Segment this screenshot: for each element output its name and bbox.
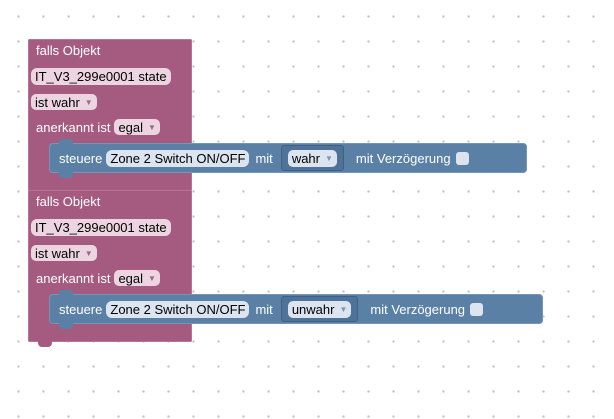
ack-value: egal (118, 119, 144, 135)
condition-dropdown[interactable]: ist wahr ▼ (31, 245, 97, 261)
object-id-row: IT_V3_299e0001 state (31, 67, 171, 85)
value-text: unwahr (291, 301, 335, 317)
object-id-field[interactable]: IT_V3_299e0001 state (31, 218, 171, 236)
object-id-row: IT_V3_299e0001 state (31, 218, 171, 236)
trigger-header-row: falls Objekt (36, 192, 100, 210)
condition-value: ist wahr (35, 94, 80, 110)
caret-down-icon: ▼ (148, 273, 156, 283)
delay-checkbox[interactable] (455, 151, 469, 165)
trigger-header-label: falls Objekt (36, 42, 101, 58)
ack-value: egal (118, 270, 144, 286)
block-connector (38, 341, 52, 347)
delay-label: mit Verzögerung (370, 301, 466, 317)
value-dropdown[interactable]: wahr ▼ (287, 149, 337, 167)
ack-label: anerkannt ist (36, 270, 111, 286)
value-dropdown[interactable]: unwahr ▼ (287, 300, 352, 318)
condition-row: ist wahr ▼ (31, 93, 97, 111)
block-connector (59, 290, 73, 295)
control-block-2[interactable]: steuere Zone 2 Switch ON/OFF mit unwahr … (49, 290, 543, 329)
target-object-field[interactable]: Zone 2 Switch ON/OFF (106, 149, 250, 167)
caret-down-icon: ▼ (325, 153, 333, 163)
control-block-1[interactable]: steuere Zone 2 Switch ON/OFF mit wahr ▼ … (49, 139, 527, 178)
caret-down-icon: ▼ (339, 304, 348, 314)
ack-row: anerkannt ist egal ▼ (36, 118, 160, 136)
ack-dropdown[interactable]: egal ▼ (114, 270, 160, 286)
ack-row: anerkannt ist egal ▼ (36, 269, 160, 287)
condition-dropdown[interactable]: ist wahr ▼ (31, 94, 97, 110)
block-connector (59, 139, 73, 144)
object-id-field[interactable]: IT_V3_299e0001 state (31, 67, 171, 85)
with-label: mit (255, 150, 273, 166)
delay-checkbox[interactable] (470, 302, 484, 316)
condition-value: ist wahr (35, 245, 80, 261)
with-label: mit (255, 301, 273, 317)
caret-down-icon: ▼ (84, 248, 93, 258)
value-text: wahr (291, 150, 320, 166)
control-label: steuere (59, 150, 103, 166)
block-connector (59, 172, 73, 178)
target-object-field[interactable]: Zone 2 Switch ON/OFF (106, 300, 250, 318)
trigger-header-label: falls Objekt (36, 193, 101, 209)
control-label: steuere (59, 301, 103, 317)
delay-label: mit Verzögerung (355, 150, 451, 166)
value-input-slot: unwahr ▼ (280, 296, 359, 322)
ack-dropdown[interactable]: egal ▼ (114, 119, 160, 135)
trigger-header-row: falls Objekt (36, 41, 100, 59)
condition-row: ist wahr ▼ (31, 244, 97, 262)
ack-label: anerkannt ist (36, 119, 111, 135)
caret-down-icon: ▼ (84, 97, 93, 107)
caret-down-icon: ▼ (148, 122, 156, 132)
block-connector (59, 323, 73, 329)
value-input-slot: wahr ▼ (280, 145, 344, 171)
